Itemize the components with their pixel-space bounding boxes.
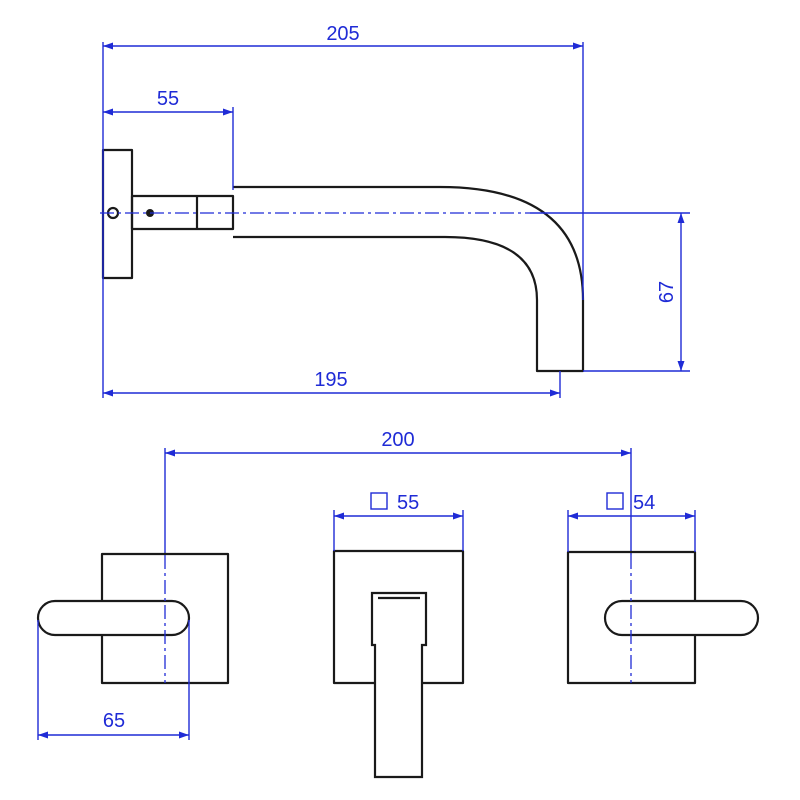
front-view: 200 65 55 <box>36 429 760 779</box>
dimension-label-67: 67 <box>656 281 678 303</box>
square-icon <box>606 492 624 510</box>
square-icon <box>370 492 388 510</box>
dimension-label-195: 195 <box>314 369 347 391</box>
dimension-label-square-55: 55 <box>397 492 419 514</box>
dimension-label-55: 55 <box>157 88 179 110</box>
dimension-label-205: 205 <box>326 23 359 45</box>
dimension-label-65: 65 <box>103 710 125 732</box>
spout-front: 55 <box>332 492 465 779</box>
right-handle: 54 <box>566 492 760 685</box>
dimension-label-square-54: 54 <box>633 492 655 514</box>
dimension-label-200: 200 <box>381 429 414 451</box>
spout-outlet <box>370 591 428 779</box>
spout-pipe <box>233 185 585 373</box>
spout-side-view: 205 55 195 67 <box>100 23 690 398</box>
left-handle-lever <box>36 599 191 637</box>
right-handle-lever <box>603 599 760 637</box>
left-handle: 65 <box>36 552 230 740</box>
